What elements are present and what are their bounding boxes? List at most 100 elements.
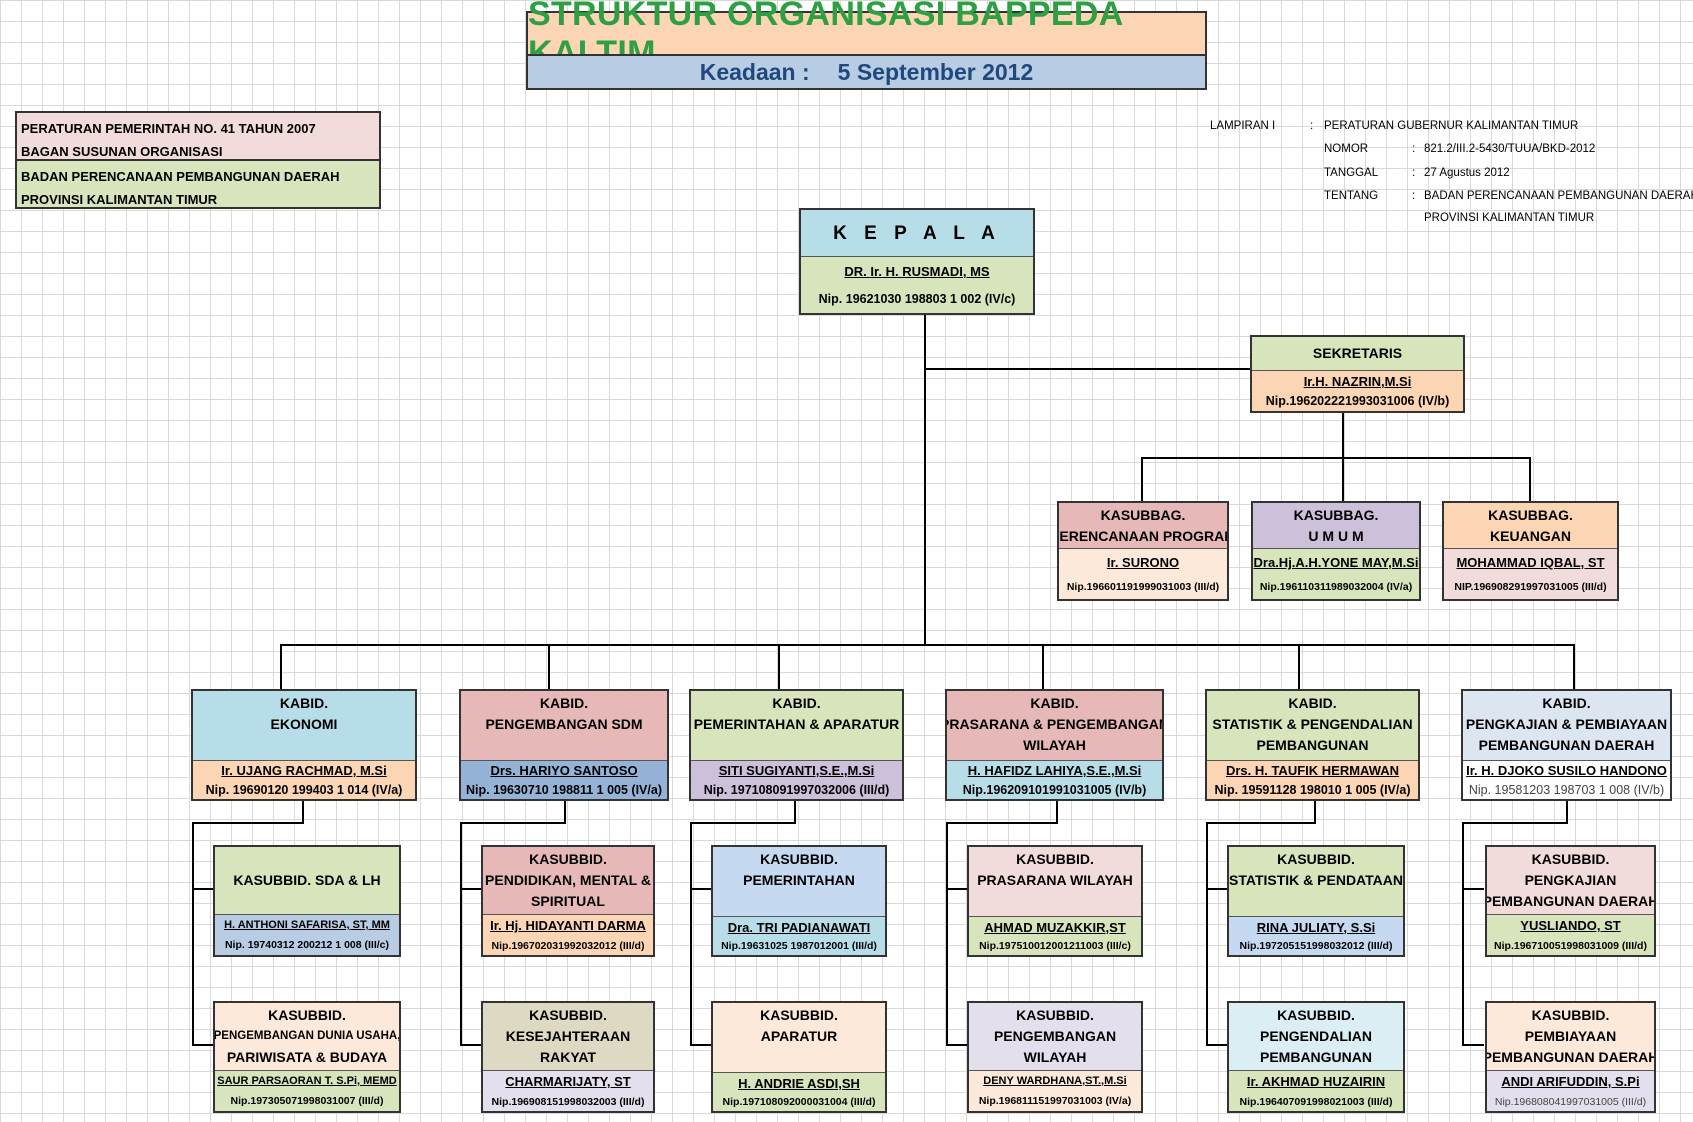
- kabid-4-t3: WILAYAH: [1023, 737, 1086, 753]
- connector-col4: [1056, 800, 1058, 822]
- kasubbid-r1-6-t3: PEMBANGUNAN DAERAH: [1485, 893, 1656, 909]
- kasubbid-r2-3-nip: Nip.197108092000031004 (III/d): [722, 1096, 876, 1109]
- status-date: Keadaan : 5 September 2012: [526, 54, 1207, 90]
- kabid-5-nip: Nip. 19591128 198010 1 005 (IV/a): [1214, 782, 1411, 797]
- kasubbid-r2-1-t3: PARIWISATA & BUDAYA: [226, 1049, 388, 1065]
- connector-col2-h: [460, 822, 566, 824]
- connector-col5-b: [1206, 1044, 1228, 1046]
- kasubbid-r2-5-t1: KASUBBID.: [1277, 1007, 1355, 1023]
- kasubbid-r2-4-t3: WILAYAH: [1023, 1049, 1087, 1065]
- nomor-colon: :: [1412, 143, 1416, 155]
- kabid-5-t1: KABID.: [1288, 695, 1337, 711]
- node-kabid-ekonomi: KABID. EKONOMI Ir. UJANG RACHMAD, M.Si N…: [191, 689, 417, 801]
- node-kabid-prasarana: KABID. PRASARANA & PENGEMBANGAN WILAYAH …: [945, 689, 1164, 801]
- tanggal-label: TANGGAL: [1324, 167, 1379, 179]
- lampiran-colon: :: [1310, 120, 1314, 132]
- kasubbag-1-t2: PERENCANAAN PROGRAM: [1057, 527, 1229, 544]
- kabid-6-t3: PEMBANGUNAN DAERAH: [1478, 737, 1655, 753]
- tentang-label: TENTANG: [1324, 190, 1379, 202]
- node-kabid-sdm: KABID. PENGEMBANGAN SDM Drs. HARIYO SANT…: [459, 689, 669, 801]
- connector-kabid-6: [1573, 644, 1575, 689]
- node-kasubbag-perencanaan: KASUBBAG. PERENCANAAN PROGRAM Ir. SURONO…: [1057, 501, 1229, 601]
- connector-col2: [564, 800, 566, 822]
- kepala-name: DR. Ir. H. RUSMADI, MS: [844, 263, 990, 279]
- connector-kabid-3: [778, 644, 780, 689]
- node-kasubbid-pembiayaan: KASUBBID. PEMBIAYAAN PEMBANGUNAN DAERAH …: [1485, 1001, 1656, 1113]
- kasubbid-r1-1-nip: Nip. 19740312 200212 1 008 (III/c): [224, 939, 390, 951]
- node-kasubbid-pengkajian: KASUBBID. PENGKAJIAN PEMBANGUNAN DAERAH …: [1485, 845, 1656, 957]
- kasubbid-r1-6-t1: KASUBBID.: [1531, 851, 1610, 867]
- kasubbag-1-name: Ir. SURONO: [1106, 554, 1180, 570]
- kabid-2-t1: KABID.: [539, 695, 589, 711]
- kasubbid-r2-4-t1: KASUBBID.: [1016, 1007, 1094, 1023]
- connector-col3: [794, 800, 796, 822]
- regulation-line-1: PERATURAN PEMERINTAH NO. 41 TAHUN 2007: [21, 121, 316, 136]
- kasubbid-r2-2-name: CHARMARIJATY, ST: [505, 1074, 631, 1090]
- kabid-6-name: Ir. H. DJOKO SUSILO HANDONO: [1466, 763, 1667, 779]
- connector-kabid-1: [280, 644, 282, 689]
- connector-col2-b: [460, 1044, 482, 1046]
- connector-col6-a: [1462, 888, 1484, 890]
- connector-kabid-2: [548, 644, 550, 689]
- kepala-nip: Nip. 19621030 198803 1 002 (IV/c): [818, 292, 1016, 307]
- kasubbag-1-t1: KASUBBAG.: [1100, 506, 1186, 523]
- kasubbid-r2-6-t1: KASUBBID.: [1531, 1007, 1610, 1023]
- connector-kasubbag-2: [1342, 457, 1344, 501]
- kabid-3-t1: KABID.: [772, 695, 821, 711]
- node-kasubbid-dunia-usaha: KASUBBID. PENGEMBANGAN DUNIA USAHA, PARI…: [213, 1001, 401, 1113]
- connector-kasubbag-3: [1529, 457, 1531, 501]
- node-kasubbid-pemerintahan: KASUBBID. PEMERINTAHAN Dra. TRI PADIANAW…: [711, 845, 887, 957]
- page-title: STRUKTUR ORGANISASI BAPPEDA KALTIM: [526, 0, 1207, 72]
- kasubbid-r1-2-t2: PENDIDIKAN, MENTAL &: [485, 872, 651, 888]
- connector-col5-h: [1206, 822, 1316, 824]
- kasubbag-2-name: Dra.Hj.A.H.YONE MAY,M.Si: [1253, 554, 1419, 570]
- regulation-line-4: PROVINSI KALIMANTAN TIMUR: [21, 192, 218, 207]
- kasubbid-r1-2-t1: KASUBBID.: [529, 851, 607, 867]
- kasubbid-r1-6-name: YUSLIANDO, ST: [1520, 918, 1621, 934]
- connector-col4-h: [946, 822, 1058, 824]
- kabid-1-t1: KABID.: [279, 695, 329, 711]
- node-kabid-pemerintahan: KABID. PEMERINTAHAN & APARATUR SITI SUGI…: [689, 689, 904, 801]
- kasubbid-r1-2-nip: Nip.196702031992032012 (III/d): [491, 939, 645, 952]
- connector-col6: [1566, 800, 1568, 822]
- connector-col4-a: [946, 888, 968, 890]
- node-kasubbag-keuangan: KASUBBAG. KEUANGAN MOHAMMAD IQBAL, ST NI…: [1442, 501, 1619, 601]
- connector-kabid-bus: [280, 644, 1575, 646]
- connector-col6-b: [1462, 1044, 1484, 1046]
- connector-col3-b: [690, 1044, 712, 1046]
- kasubbid-r1-5-nip: Nip.197205151998032012 (III/d): [1239, 940, 1393, 953]
- kabid-5-name: Drs. H. TAUFIK HERMAWAN: [1225, 763, 1400, 779]
- kabid-3-t2: PEMERINTAHAN & APARATUR: [693, 716, 900, 732]
- node-kasubbid-aparatur: KASUBBID. APARATUR H. ANDRIE ASDI,SH Nip…: [711, 1001, 887, 1113]
- kasubbid-r2-2-t3: RAKYAT: [539, 1049, 596, 1065]
- kasubbid-r2-1-name: SAUR PARSAORAN T. S.Pi, MEMD: [217, 1075, 397, 1087]
- kasubbid-r2-1-t1: KASUBBID.: [268, 1007, 346, 1023]
- node-kasubbid-pendidikan: KASUBBID. PENDIDIKAN, MENTAL & SPIRITUAL…: [481, 845, 655, 957]
- connector-col3-a: [690, 888, 712, 890]
- connector-col2-a: [460, 888, 482, 890]
- node-kasubbid-statistik: KASUBBID. STATISTIK & PENDATAAN RINA JUL…: [1227, 845, 1405, 957]
- connector-to-sekretaris: [924, 368, 1250, 370]
- kasubbid-r1-6-t2: PENGKAJIAN: [1524, 872, 1617, 888]
- connector-col6-h: [1462, 822, 1568, 824]
- node-sekretaris: SEKRETARIS Ir.H. NAZRIN,M.Si Nip.1962022…: [1250, 335, 1465, 413]
- tentang-colon: :: [1412, 190, 1416, 202]
- regulation-line-2: BAGAN SUSUNAN ORGANISASI: [21, 144, 223, 159]
- kasubbid-r1-5-t2: STATISTIK & PENDATAAN: [1229, 872, 1403, 888]
- nomor-label: NOMOR: [1324, 143, 1369, 155]
- lampiran-label: LAMPIRAN I: [1210, 120, 1276, 132]
- kasubbid-r2-2-t1: KASUBBID.: [529, 1007, 607, 1023]
- node-kasubbid-pengembangan-wilayah: KASUBBID. PENGEMBANGAN WILAYAH DENY WARD…: [967, 1001, 1143, 1113]
- kasubbid-r1-5-name: RINA JULIATY, S.Si: [1256, 919, 1376, 935]
- kabid-5-t3: PEMBANGUNAN: [1256, 737, 1369, 753]
- kabid-1-t2: EKONOMI: [270, 716, 338, 732]
- kabid-6-t1: KABID.: [1542, 695, 1591, 711]
- kasubbid-r1-2-t3: SPIRITUAL: [531, 893, 605, 909]
- kasubbag-3-name: MOHAMMAD IQBAL, ST: [1456, 554, 1605, 570]
- connector-kasubbag-bus: [1141, 457, 1531, 459]
- kabid-4-nip: Nip.196209101991031005 (IV/b): [962, 782, 1147, 797]
- connector-col5-v: [1206, 822, 1208, 1045]
- regulation-line-3: BADAN PERENCANAAN PEMBANGUNAN DAERAH: [21, 169, 340, 184]
- connector-col1-v: [192, 822, 194, 1045]
- kasubbid-r2-2-nip: Nip.196908151998032003 (III/d): [491, 1095, 645, 1108]
